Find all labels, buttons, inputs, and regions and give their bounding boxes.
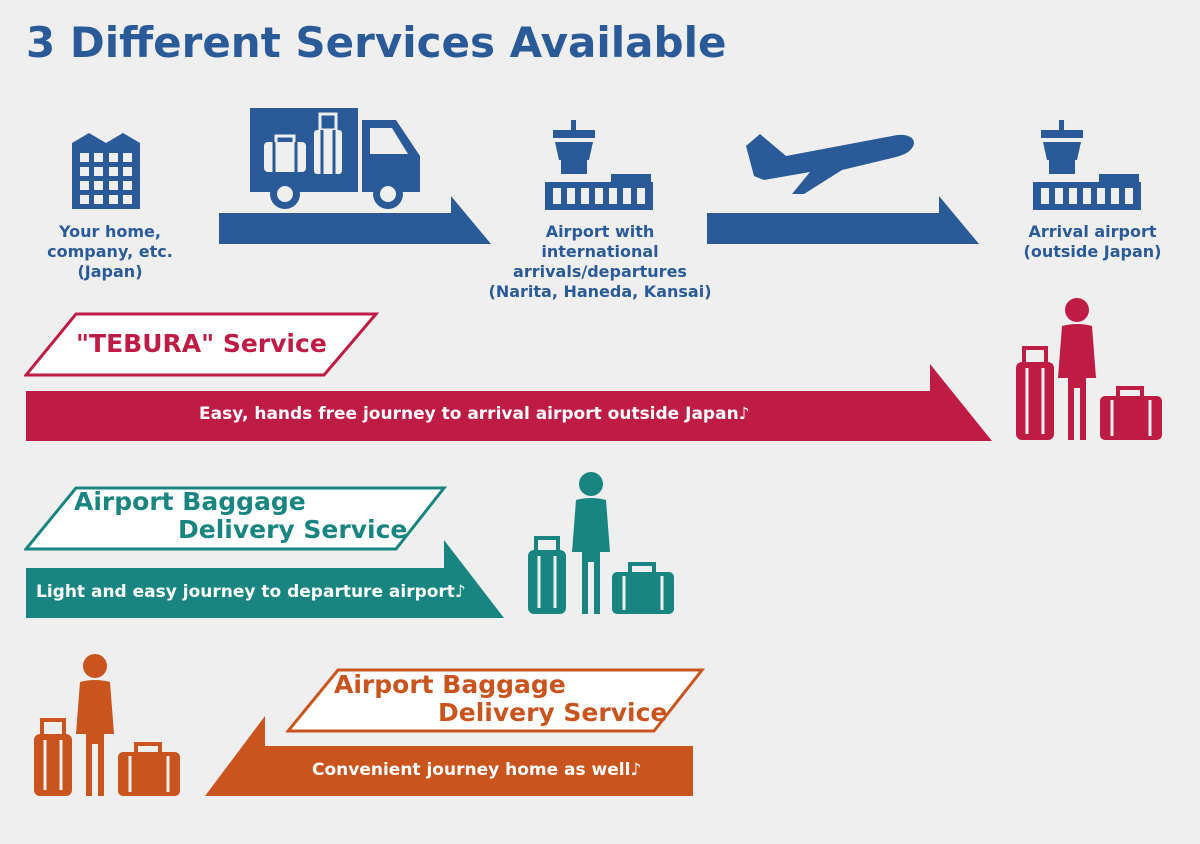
stop-departure-line: international bbox=[541, 242, 659, 261]
return-delivery-label: Airport Baggage Delivery Service bbox=[334, 671, 667, 727]
stop-origin-line: company, etc. bbox=[47, 242, 173, 261]
truck-icon bbox=[250, 108, 420, 209]
arrival-airport-icon bbox=[1033, 120, 1141, 210]
stop-departure-line: (Narita, Haneda, Kansai) bbox=[488, 282, 712, 301]
return-delivery-arrow-band bbox=[205, 716, 693, 796]
airport-tower-icon bbox=[545, 120, 653, 210]
tebura-arrow-band bbox=[26, 364, 992, 441]
airplane-icon bbox=[746, 134, 914, 194]
stop-origin-line: (Japan) bbox=[77, 262, 143, 281]
stop-origin-label: Your home, company, etc. (Japan) bbox=[30, 222, 190, 282]
stop-departure-label: Airport with international arrivals/depa… bbox=[470, 222, 730, 302]
return-delivery-label-line: Airport Baggage bbox=[334, 670, 566, 699]
route-arrow-flight bbox=[707, 196, 979, 244]
return-delivery-label-line: Delivery Service bbox=[438, 698, 668, 727]
stop-departure-line: Airport with bbox=[545, 222, 655, 241]
departure-delivery-label-line: Airport Baggage bbox=[74, 487, 306, 516]
tebura-service-label: "TEBURA" Service bbox=[76, 329, 327, 358]
return-delivery-label-box bbox=[286, 668, 706, 733]
traveler-with-luggage-icon bbox=[34, 654, 180, 796]
traveler-with-luggage-icon bbox=[528, 472, 674, 614]
stop-origin-line: Your home, bbox=[59, 222, 161, 241]
stop-arrival-line: Arrival airport bbox=[1028, 222, 1157, 241]
building-icon bbox=[72, 133, 140, 209]
departure-delivery-label-line: Delivery Service bbox=[178, 515, 408, 544]
return-delivery-description: Convenient journey home as well♪ bbox=[312, 760, 642, 780]
departure-delivery-arrow-band bbox=[26, 540, 504, 618]
tebura-description: Easy, hands free journey to arrival airp… bbox=[199, 404, 750, 424]
tebura-label-box bbox=[24, 312, 380, 377]
route-arrow-truck bbox=[219, 196, 491, 244]
page-title: 3 Different Services Available bbox=[26, 18, 727, 67]
departure-delivery-label-box bbox=[24, 486, 448, 551]
stop-arrival-label: Arrival airport (outside Japan) bbox=[1010, 222, 1175, 262]
stop-arrival-line: (outside Japan) bbox=[1023, 242, 1162, 261]
departure-delivery-label: Airport Baggage Delivery Service bbox=[74, 488, 407, 544]
departure-delivery-description: Light and easy journey to departure airp… bbox=[36, 582, 466, 602]
traveler-with-luggage-icon bbox=[1016, 298, 1162, 440]
stop-departure-line: arrivals/departures bbox=[513, 262, 687, 281]
